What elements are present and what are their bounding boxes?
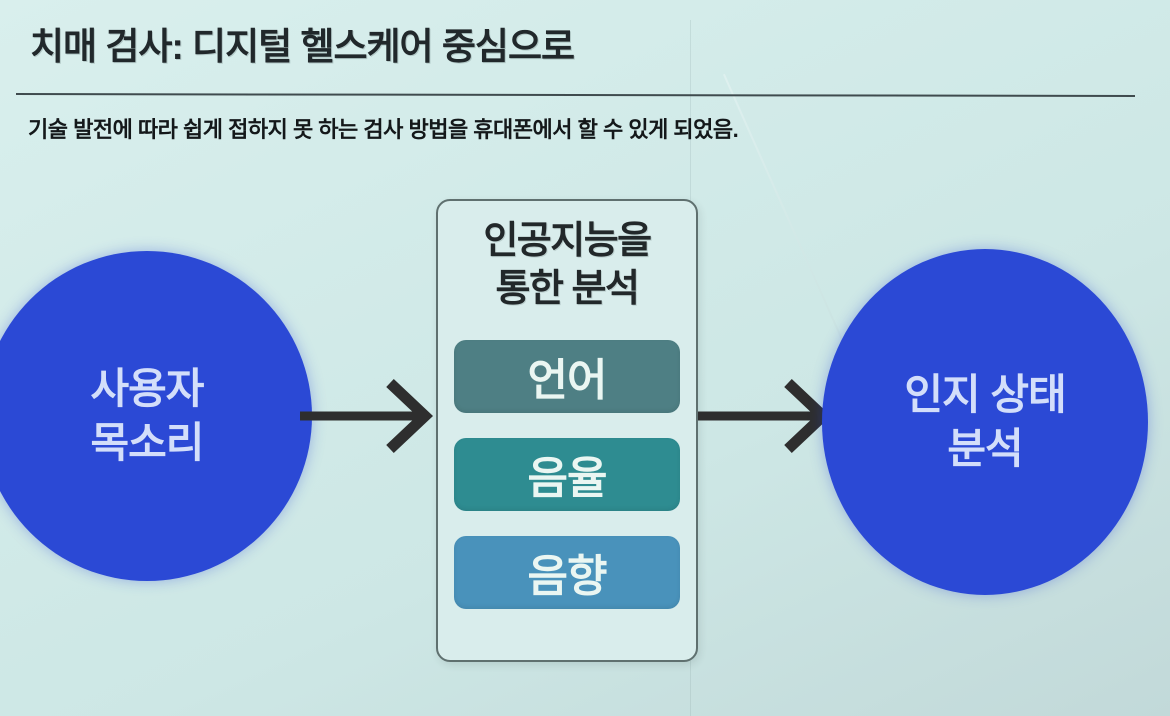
slide-subtitle: 기술 발전에 따라 쉽게 접하지 못 하는 검사 방법을 휴대폰에서 할 수 있… [28, 117, 739, 142]
output-node-label-line1: 인지 상태 [904, 371, 1066, 419]
analysis-box: 인공지능을 통한 분석 언어 음율 음향 [436, 199, 698, 662]
slide-title: 치매 검사: 디지털 헬스케어 중심으로 [30, 26, 575, 67]
arrow-right-icon [698, 378, 832, 454]
arrow-right-icon [300, 378, 434, 454]
analysis-item-language: 언어 [454, 339, 680, 413]
analysis-item-prosody: 음율 [454, 437, 680, 511]
input-node-label-line2: 목소리 [90, 419, 205, 466]
input-node-circle: 사용자 목소리 [0, 251, 312, 581]
screen-crease [722, 73, 860, 377]
output-node-label: 인지 상태 분석 [904, 368, 1066, 476]
output-node-circle: 인지 상태 분석 [822, 249, 1148, 595]
analysis-item-list: 언어 음율 음향 [454, 339, 680, 609]
input-node-label-line1: 사용자 [90, 365, 205, 413]
analysis-box-title: 인공지능을 통한 분석 [483, 217, 652, 314]
analysis-box-title-line2: 통한 분석 [495, 268, 640, 311]
input-node-label: 사용자 목소리 [90, 362, 205, 470]
output-node-label-line2: 분석 [947, 425, 1023, 472]
analysis-item-acoustics: 음향 [454, 535, 680, 609]
analysis-box-title-line1: 인공지능을 [483, 220, 652, 262]
title-divider [15, 93, 1136, 97]
